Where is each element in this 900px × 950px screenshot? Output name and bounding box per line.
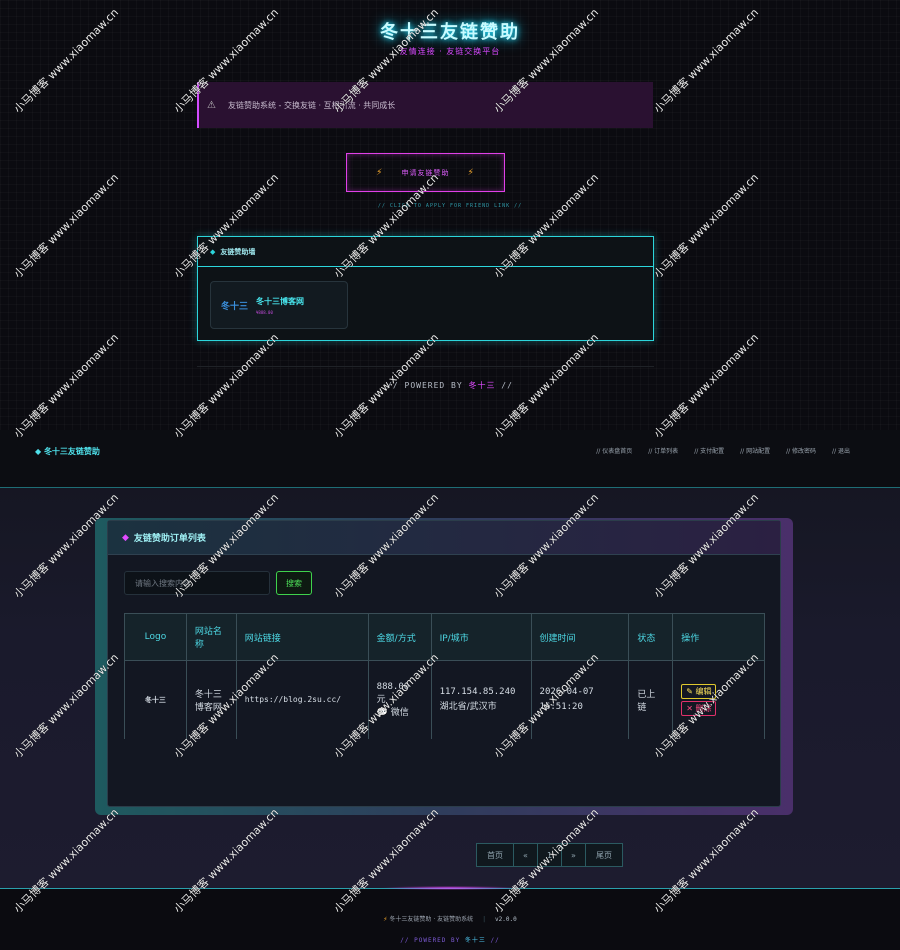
sponsor-wall: ◆ 友链赞助墙 冬十三 冬十三博客网 ¥888.00 (197, 236, 654, 341)
powered-suffix: // (495, 381, 513, 390)
footer-text: 冬十三友链赞助 · 友链赞助系统 (389, 916, 474, 923)
row-actions: ✎ 编辑 ✕ 删除 (672, 660, 765, 739)
col-actions: 操作 (672, 613, 765, 661)
row-currency: 元 (376, 694, 386, 705)
nav-site-config[interactable]: // 网站配置 (740, 448, 771, 455)
row-amount-method: 888.00 元 💬 微信 (367, 660, 432, 739)
row-method: 微信 (390, 707, 409, 718)
sponsor-card-name: 冬十三博客网 (256, 296, 305, 306)
admin-topbar: ◆ 冬十三友链赞助 // 仪表盘首页 // 订单列表 // 支付配置 // 网站… (0, 430, 900, 488)
powered-prefix: // POWERED BY (387, 381, 469, 390)
row-site-name: 冬十三博客网 (185, 660, 237, 739)
sponsor-wall-title: 友链赞助墙 (220, 247, 256, 256)
status-badge: 已上链 (628, 660, 674, 739)
delete-button[interactable]: ✕ 删除 (681, 700, 717, 716)
notice-banner: ⚠ 友链赞助系统 - 交换友链 · 互相引流 · 共同成长 (197, 82, 653, 128)
pencil-icon: ✎ (686, 686, 693, 696)
orders-panel-title: 友链赞助订单列表 (133, 534, 206, 544)
divider (197, 366, 654, 367)
row-created-time: 2026-04-07 16:51:20 (530, 660, 630, 739)
table-header-row: Logo 网站名称 网站链接 金额/方式 IP/城市 创建时间 状态 操作 (124, 613, 765, 661)
edit-label: 编辑 (695, 686, 712, 696)
sponsor-card[interactable]: 冬十三 冬十三博客网 ¥888.00 (210, 281, 348, 329)
footer-version: v2.0.0 (495, 916, 517, 923)
footer-powered-brand[interactable]: 冬十三 (464, 937, 486, 944)
sponsor-wall-header: ◆ 友链赞助墙 (198, 237, 653, 267)
orders-table: Logo 网站名称 网站链接 金额/方式 IP/城市 创建时间 状态 操作 冬十… (124, 613, 765, 739)
admin-brand-label: 冬十三友链赞助 (43, 447, 100, 456)
pager-last[interactable]: 尾页 (585, 843, 623, 867)
delete-label: 删除 (695, 703, 712, 713)
row-ip-city: 117.154.85.240 湖北省/武汉市 (430, 660, 532, 739)
pager-first[interactable]: 首页 (476, 843, 514, 867)
page-title: 冬十三友链赞助 (380, 22, 520, 43)
footer-info: ⚡ 冬十三友链赞助 · 友链赞助系统 | v2.0.0 (0, 914, 900, 923)
powered-by-top: // POWERED BY 冬十三 // (0, 380, 900, 391)
nav-dashboard[interactable]: // 仪表盘首页 (596, 448, 633, 455)
col-status: 状态 (628, 613, 674, 661)
sponsor-card-logo: 冬十三 (221, 301, 249, 312)
bolt-icon: ⚡ (383, 916, 388, 923)
diamond-icon: ◆ (122, 532, 129, 543)
bolt-icon: ⚡ (376, 167, 384, 178)
admin-brand[interactable]: ◆ 冬十三友链赞助 (35, 447, 100, 456)
footer-powered-prefix: // POWERED BY (400, 937, 465, 944)
row-site-link[interactable]: https://blog.2su.cc/ (235, 660, 369, 739)
col-ip-city: IP/城市 (430, 613, 532, 661)
grid-background (0, 0, 900, 430)
edit-button[interactable]: ✎ 编辑 (681, 683, 717, 699)
diamond-icon: ◆ (210, 247, 216, 256)
sponsor-card-amount: ¥888.00 (256, 309, 273, 315)
apply-hint: // CLICK TO APPLY FOR FRIEND LINK // (377, 203, 523, 209)
warning-icon: ⚠ (207, 99, 216, 111)
col-amount-method: 金额/方式 (367, 613, 432, 661)
orders-panel-header: ◆ 友链赞助订单列表 (108, 521, 780, 555)
pager-next[interactable]: » (561, 843, 586, 867)
row-ip: 117.154.85.240 (439, 686, 516, 697)
footer-powered-by: // POWERED BY 冬十三 // (0, 935, 900, 944)
admin-nav: // 仪表盘首页 // 订单列表 // 支付配置 // 网站配置 // 修改密码… (596, 446, 850, 455)
row-city: 湖北省/武汉市 (439, 701, 497, 712)
wechat-icon: 💬 (376, 707, 388, 718)
col-created-time: 创建时间 (530, 613, 630, 661)
apply-sponsor-button[interactable]: ⚡ 申请友链赞助 ⚡ (346, 153, 505, 192)
row-date: 2026-04-07 (539, 686, 594, 697)
pager-prev[interactable]: « (513, 843, 538, 867)
orders-panel-frame: ◆ 友链赞助订单列表 搜索 Logo 网站名称 网站链接 金额/方式 IP/城市… (95, 518, 793, 867)
search-input[interactable] (124, 571, 270, 595)
close-icon: ✕ (686, 703, 693, 713)
row-logo: 冬十三 (124, 660, 187, 739)
table-row: 冬十三 冬十三博客网 https://blog.2su.cc/ 888.00 元… (124, 660, 765, 739)
footer: ⚡ 冬十三友链赞助 · 友链赞助系统 | v2.0.0 // POWERED B… (0, 888, 900, 950)
page-subtitle: 友情连接 · 友链交换平台 (399, 47, 501, 56)
col-site-link: 网站链接 (235, 613, 369, 661)
bolt-icon: ⚡ (467, 167, 475, 178)
orders-panel: ◆ 友链赞助订单列表 搜索 Logo 网站名称 网站链接 金额/方式 IP/城市… (107, 520, 781, 867)
footer-separator: | (483, 916, 486, 923)
pager-page-1[interactable]: 1 (537, 843, 562, 867)
row-amount: 888.00 (376, 681, 410, 692)
pagination: 首页 « 1 » 尾页 (476, 843, 623, 867)
powered-brand[interactable]: 冬十三 (468, 381, 496, 390)
apply-button-label: 申请友链赞助 (401, 168, 450, 177)
admin-page: ◆ 冬十三友链赞助 // 仪表盘首页 // 订单列表 // 支付配置 // 网站… (0, 430, 900, 950)
footer-glow (380, 886, 520, 890)
nav-change-password[interactable]: // 修改密码 (786, 448, 817, 455)
col-site-name: 网站名称 (185, 613, 237, 661)
nav-orders[interactable]: // 订单列表 (648, 448, 679, 455)
notice-text: 友链赞助系统 - 交换友链 · 互相引流 · 共同成长 (227, 100, 396, 110)
nav-payment-config[interactable]: // 支付配置 (694, 448, 725, 455)
footer-powered-suffix: // (485, 937, 500, 944)
col-logo: Logo (124, 613, 187, 661)
nav-logout[interactable]: // 退出 (832, 448, 850, 455)
row-time: 16:51:20 (539, 701, 583, 712)
search-row: 搜索 (124, 571, 312, 595)
search-button[interactable]: 搜索 (276, 571, 312, 595)
